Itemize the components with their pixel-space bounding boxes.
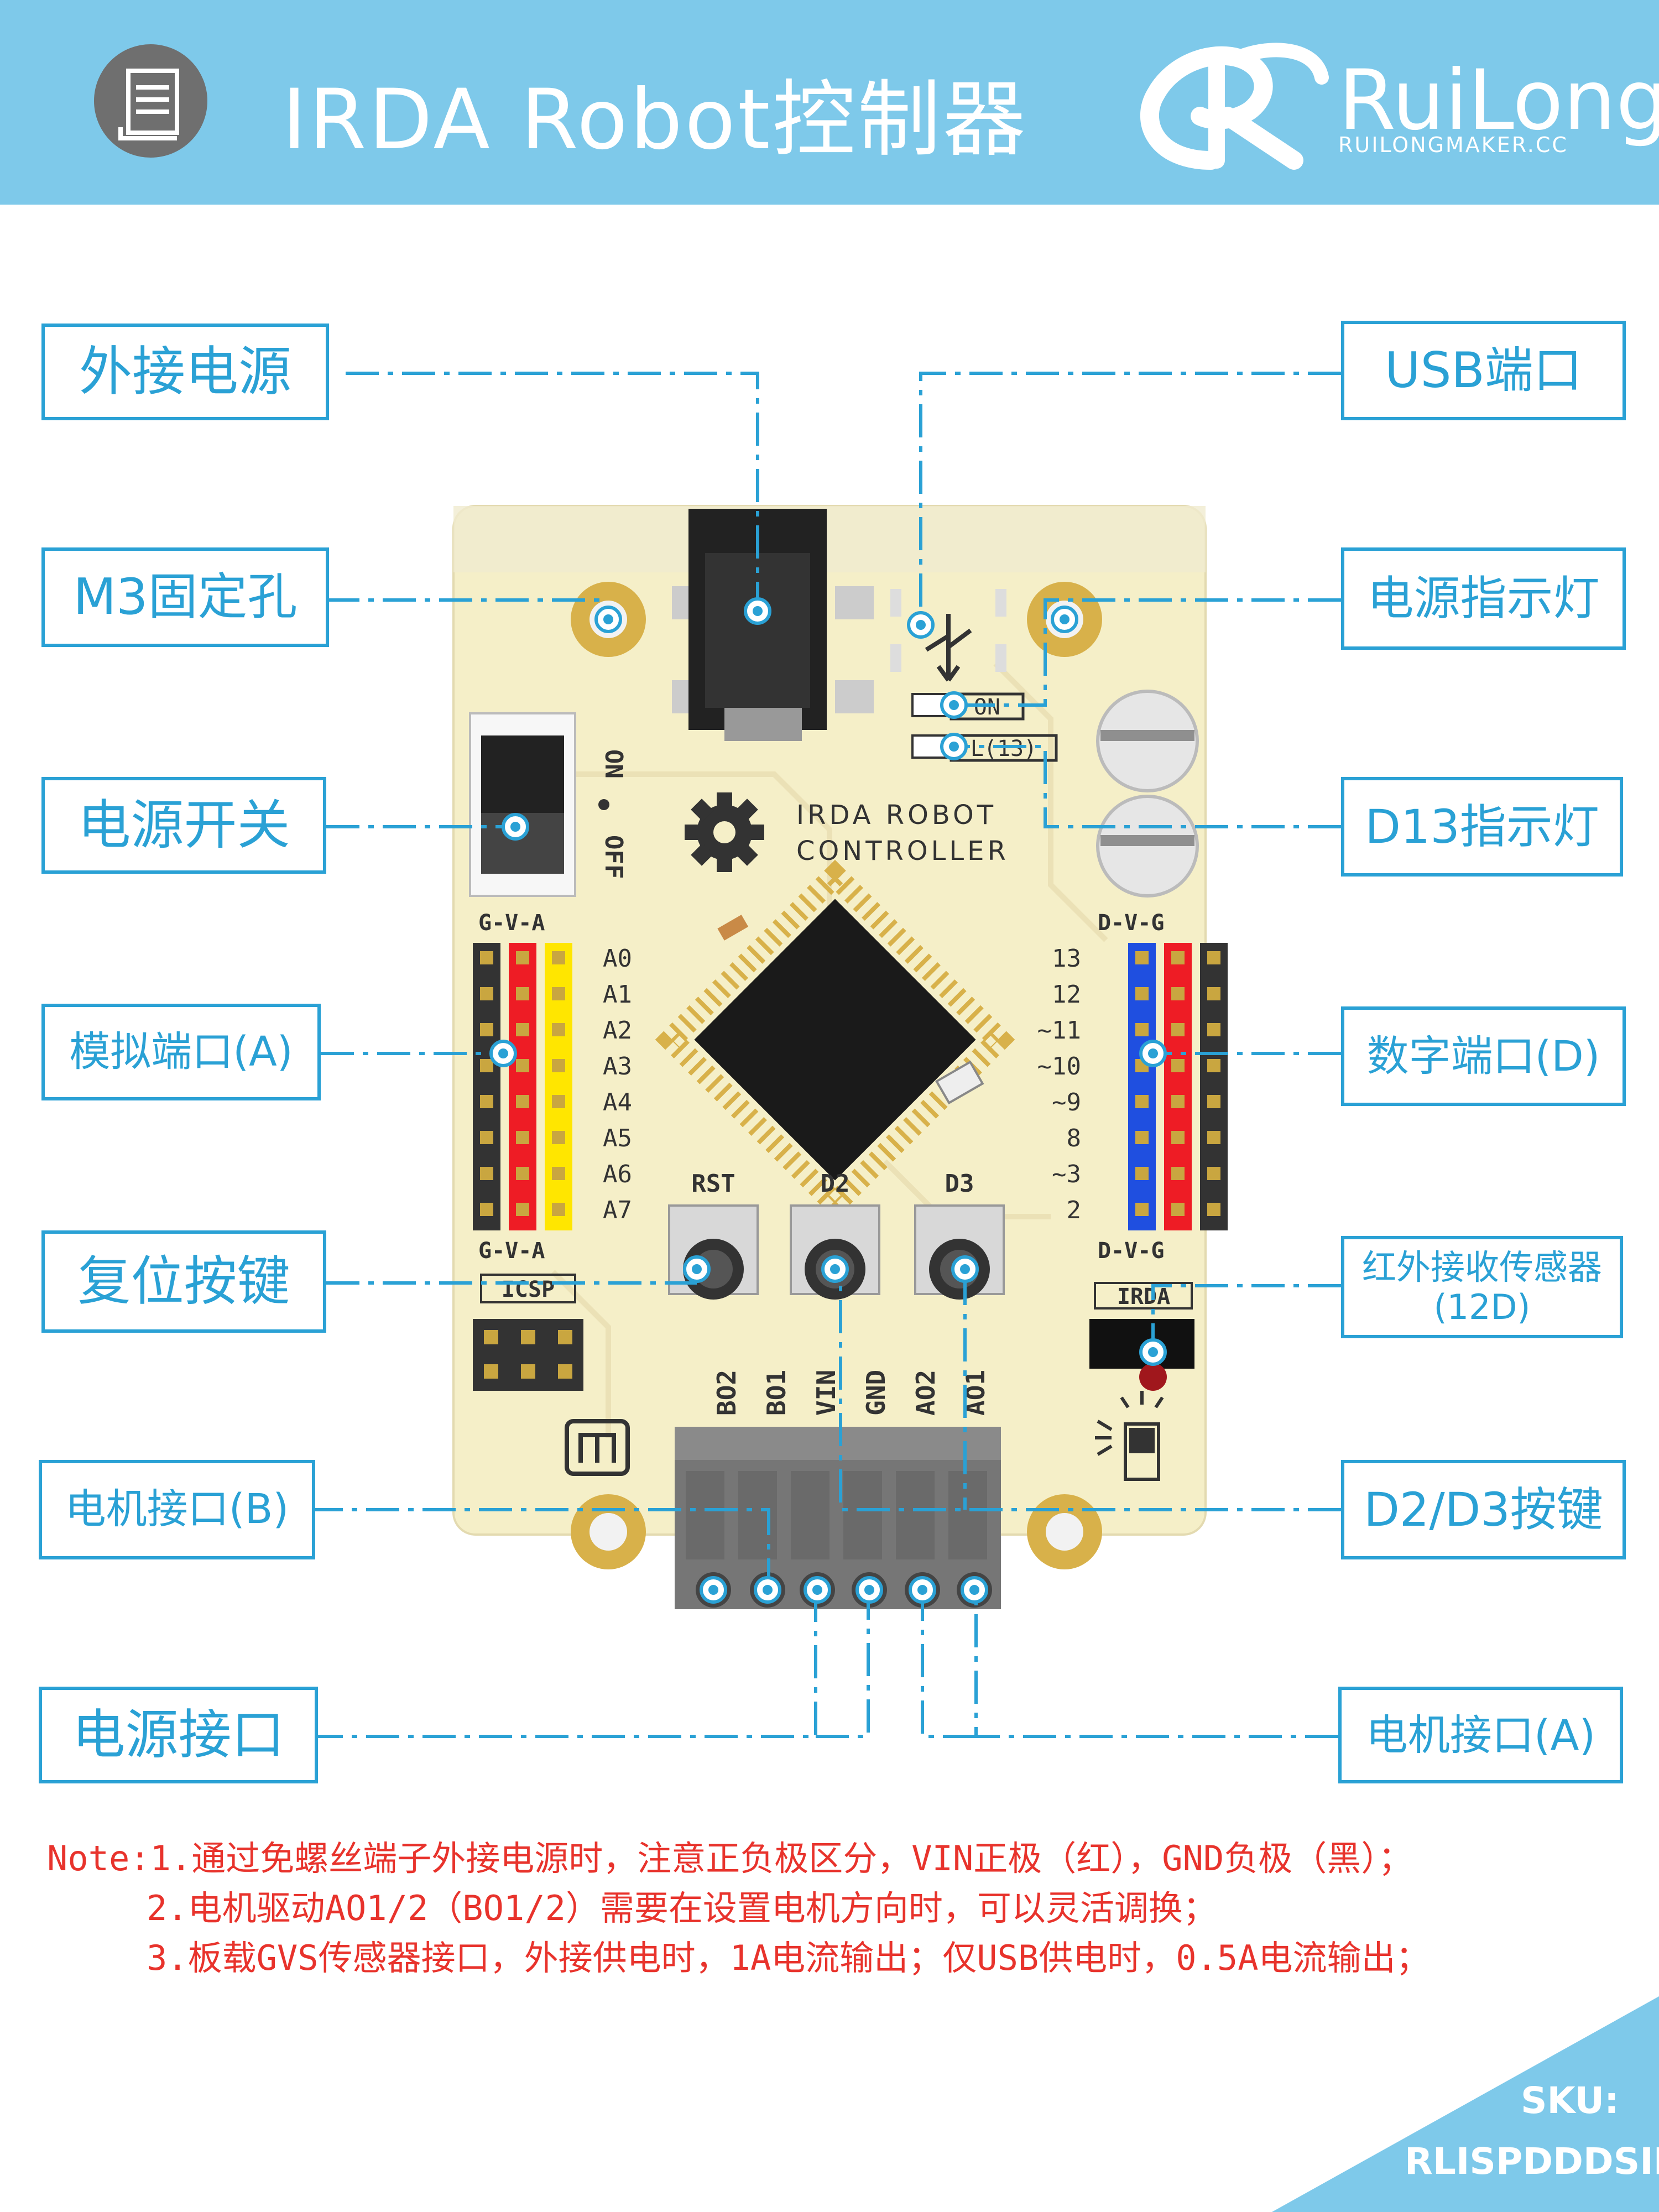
capacitor-top xyxy=(1096,690,1199,792)
callout-reset-button: 复位按键 xyxy=(41,1230,326,1333)
dvg-bottom-label: D-V-G xyxy=(1098,1238,1164,1264)
leader-lines xyxy=(310,372,1341,1738)
mounting-hole-bottom-left xyxy=(571,1494,646,1569)
switch-on-label: ON xyxy=(599,749,628,779)
callout-m3-hole: M3固定孔 xyxy=(41,547,329,647)
page-title: IRDA Robot控制器 xyxy=(282,72,1028,168)
capacitor-bottom xyxy=(1096,795,1199,898)
switch-dot xyxy=(598,799,609,810)
button-label-rst: RST xyxy=(691,1170,735,1198)
digital-pin-label: 2 xyxy=(1067,1196,1082,1224)
power-switch xyxy=(469,712,576,897)
callout-analog-port: 模拟端口(A) xyxy=(41,1004,321,1100)
callout-motor-a: 电机接口(A) xyxy=(1338,1687,1623,1783)
brand-url: RUILONGMAKER.CC xyxy=(1338,133,1568,157)
crystal xyxy=(935,1060,984,1105)
callout-ir-sensor: 红外接收传感器 (12D) xyxy=(1341,1236,1623,1338)
mounting-hole-bottom-right xyxy=(1027,1494,1102,1569)
digital-pin-label: 12 xyxy=(1052,980,1081,1009)
analog-pin-label: A2 xyxy=(603,1016,632,1045)
ir-sensor-label: 红外接收传感器 xyxy=(1361,1247,1602,1288)
callout-ext-power: 外接电源 xyxy=(41,324,329,420)
document-icon xyxy=(94,44,207,158)
irda-label: IRDA xyxy=(1117,1284,1170,1310)
d2-button-graphic xyxy=(790,1204,880,1300)
resistor xyxy=(717,915,749,941)
callout-power-port: 电源接口 xyxy=(39,1687,318,1783)
icsp-label: ICSP xyxy=(502,1277,555,1302)
analog-pin-label: A6 xyxy=(603,1160,632,1188)
analog-pin-label: A0 xyxy=(603,945,632,973)
callout-motor-b: 电机接口(B) xyxy=(39,1460,315,1559)
callout-digital-port: 数字端口(D) xyxy=(1341,1006,1626,1106)
d3-button-graphic xyxy=(914,1204,1005,1300)
terminal-label-bo1: BO1 xyxy=(761,1370,791,1416)
digital-pin-label: ~3 xyxy=(1052,1160,1081,1188)
usb-connector xyxy=(890,589,1006,682)
switch-off-label: OFF xyxy=(599,835,628,879)
digital-pin-label: ~11 xyxy=(1037,1016,1081,1045)
sku-corner xyxy=(1272,1996,1659,2212)
digital-header xyxy=(1128,943,1228,1230)
analog-pin-labels: A0 A1 A2 A3 A4 A5 A6 A7 xyxy=(603,945,632,1224)
led-on-label: ON xyxy=(974,695,1000,720)
callout-power-switch: 电源开关 xyxy=(41,777,326,874)
analog-pin-label: A4 xyxy=(603,1088,632,1117)
digital-pin-label: 13 xyxy=(1052,945,1081,973)
analog-pin-label: A3 xyxy=(603,1052,632,1081)
sku-value: RLISPDDDSIR xyxy=(1405,2140,1659,2183)
note-line-1: Note:1.通过免螺丝端子外接电源时，注意正负极区分，VIN正极（红），GND… xyxy=(47,1838,1413,1879)
digital-pin-label: 8 xyxy=(1067,1124,1082,1152)
callout-d13-led: D13指示灯 xyxy=(1341,777,1623,877)
gear-icon xyxy=(685,792,764,872)
callout-power-led: 电源指示灯 xyxy=(1341,547,1626,650)
analog-pin-label: A7 xyxy=(603,1196,632,1224)
m-marking-icon xyxy=(565,1419,630,1476)
sku-label: SKU: xyxy=(1521,2079,1619,2122)
gva-bottom-label: G-V-A xyxy=(478,1238,545,1264)
callout-d2d3-buttons: D2/D3按键 xyxy=(1341,1460,1626,1559)
digital-pin-labels: 13 12 ~11 ~10 ~9 8 ~3 2 xyxy=(1037,945,1081,1224)
ruilong-logo-icon xyxy=(1140,43,1329,170)
terminal-label-gnd: GND xyxy=(861,1370,891,1416)
ir-sensor-icon xyxy=(1095,1391,1164,1481)
digital-pin-label: ~9 xyxy=(1052,1088,1081,1117)
button-label-d2: D2 xyxy=(821,1170,850,1198)
note-line-3: 3.板载GVS传感器接口，外接供电时，1A电流输出；仅USB供电时，0.5A电流… xyxy=(147,1938,1430,1978)
button-label-d3: D3 xyxy=(945,1170,974,1198)
ir-sensor-pin: (12D) xyxy=(1433,1286,1531,1327)
board-name-line2: CONTROLLER xyxy=(796,836,1009,867)
terminal-label-vin: VIN xyxy=(811,1370,841,1416)
analog-pin-label: A5 xyxy=(603,1124,632,1152)
callout-usb-port: USB端口 xyxy=(1341,321,1626,420)
terminal-label-ao2: AO2 xyxy=(911,1370,941,1416)
icsp-header xyxy=(473,1319,583,1391)
terminal-label-bo2: BO2 xyxy=(712,1370,742,1416)
board-name-line1: IRDA ROBOT xyxy=(796,800,997,831)
analog-header xyxy=(473,943,572,1230)
gva-top-label: G-V-A xyxy=(478,910,545,936)
brand-name: RuiLong xyxy=(1338,53,1659,149)
note-line-2: 2.电机驱动AO1/2（BO1/2）需要在设置电机方向时，可以灵活调换； xyxy=(147,1888,1217,1928)
reset-button-graphic xyxy=(668,1204,759,1300)
digital-pin-label: ~10 xyxy=(1037,1052,1081,1081)
header-bar xyxy=(0,0,1659,205)
microcontroller-chip xyxy=(655,859,1015,1220)
led-13-label: L(13) xyxy=(971,736,1037,761)
dvg-top-label: D-V-G xyxy=(1098,910,1164,936)
analog-pin-label: A1 xyxy=(603,980,632,1009)
